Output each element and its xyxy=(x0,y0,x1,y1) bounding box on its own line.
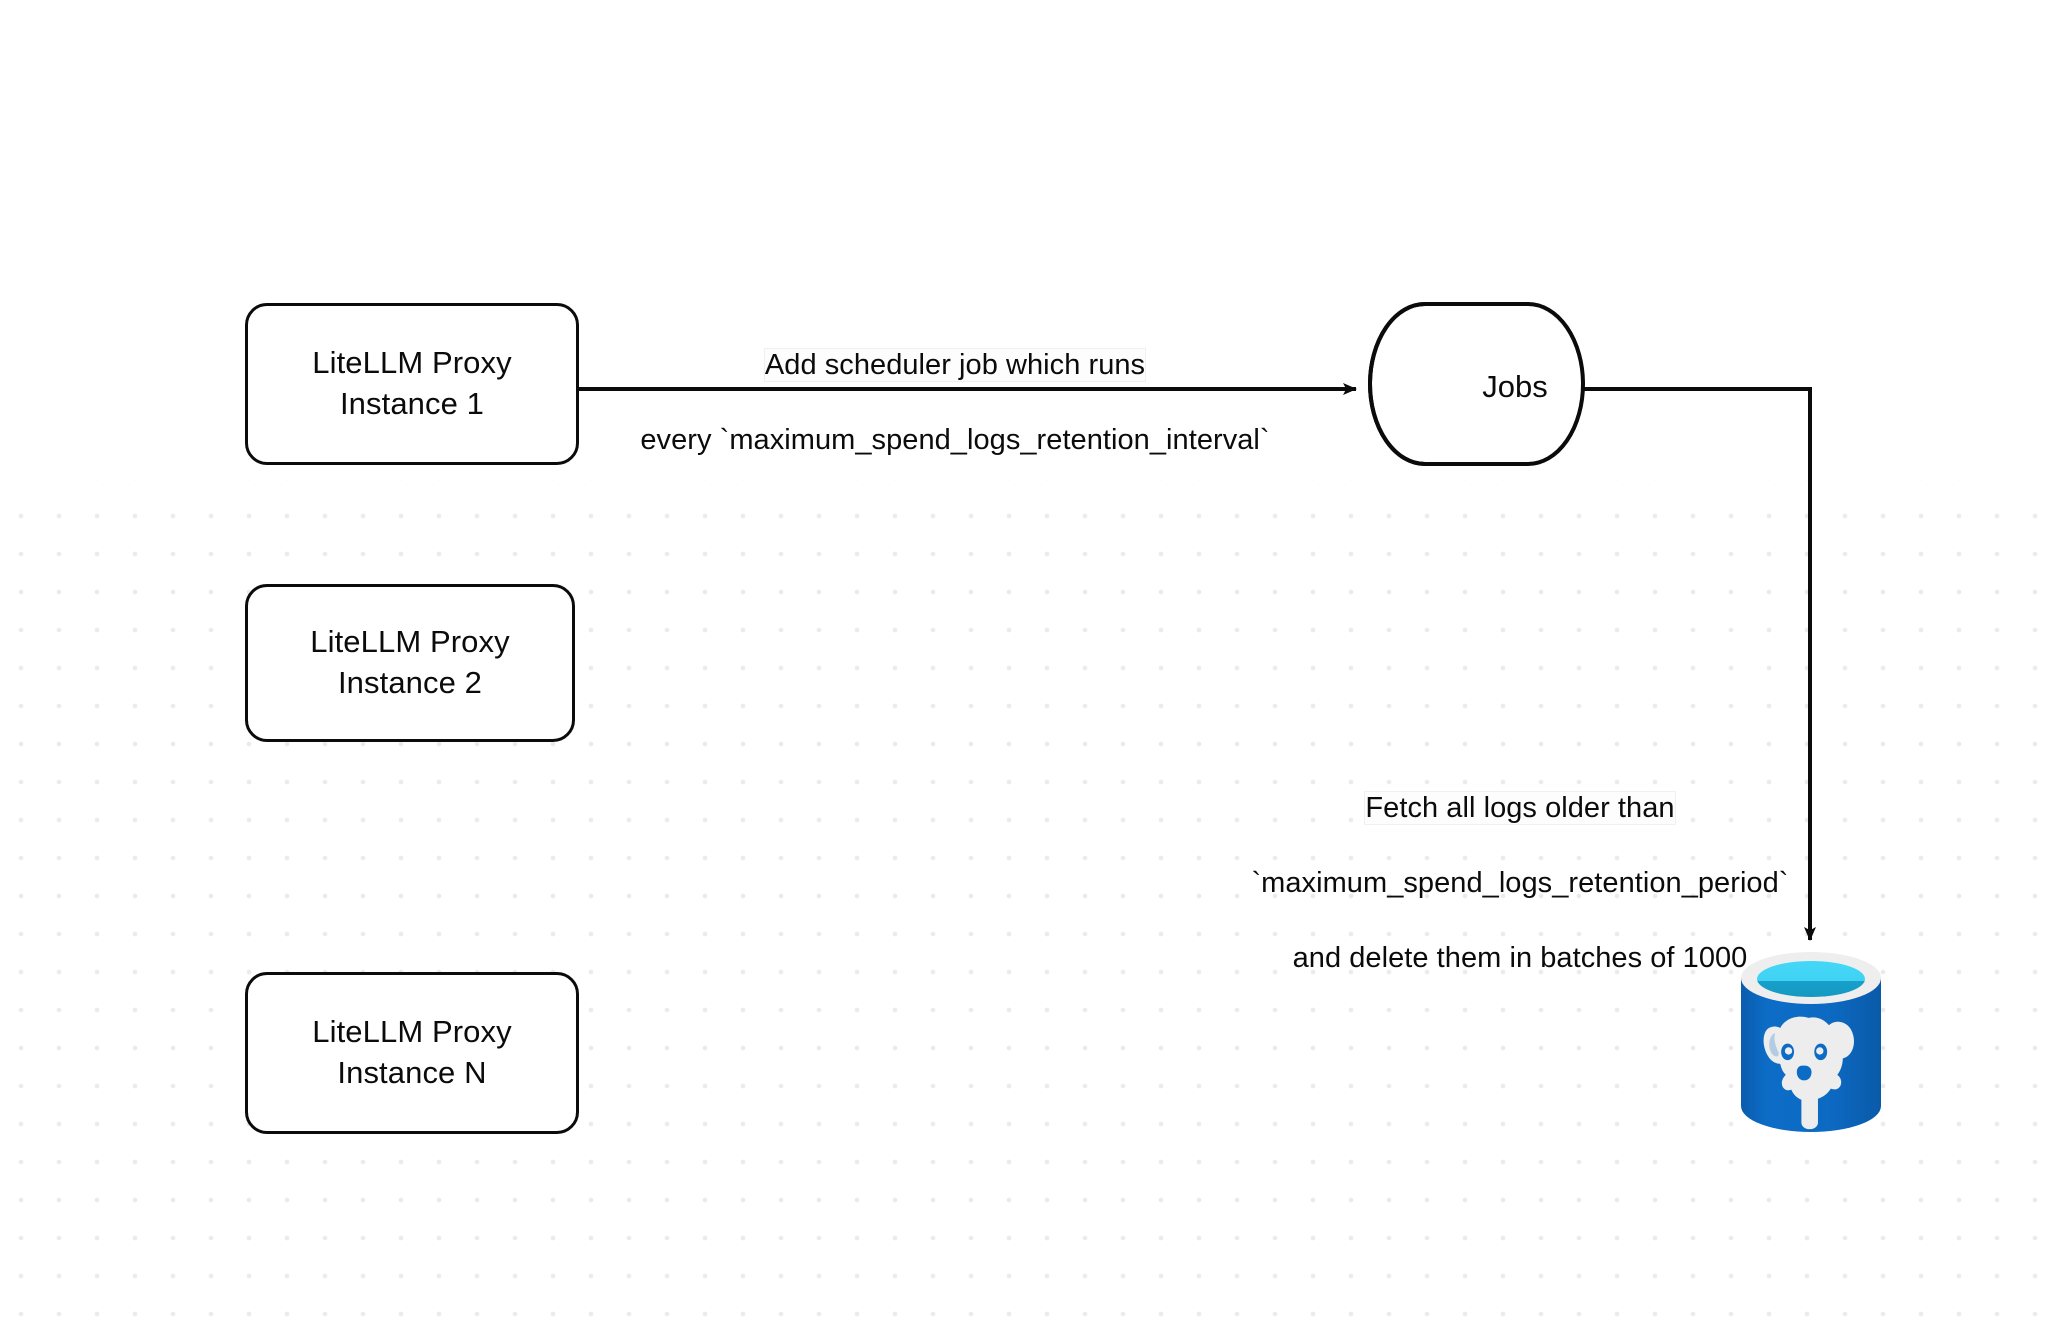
edge-delete-logs-label-line-1: Fetch all logs older than xyxy=(1365,791,1675,824)
jobs-queue-shape xyxy=(1368,302,1585,466)
node-proxy-instance-1[interactable]: LiteLLM Proxy Instance 1 xyxy=(245,303,579,465)
edge-delete-logs-line xyxy=(1583,387,1816,941)
edge-scheduler-label: Add scheduler job which runs every `maxi… xyxy=(600,309,1310,460)
edge-delete-logs-label: Fetch all logs older than `maximum_spend… xyxy=(1240,752,1800,978)
edge-scheduler-label-line-1: Add scheduler job which runs xyxy=(764,348,1146,381)
edge-delete-logs-label-line-3: and delete them in batches of 1000 xyxy=(1292,942,1748,975)
postgresql-database-icon[interactable] xyxy=(1735,948,1887,1138)
edge-scheduler-label-line-2: every `maximum_spend_logs_retention_inte… xyxy=(640,424,1270,457)
edge-delete-logs-label-line-2: `maximum_spend_logs_retention_period` xyxy=(1251,867,1789,900)
node-label: LiteLLM Proxy Instance 2 xyxy=(310,624,510,700)
node-label: LiteLLM Proxy Instance 1 xyxy=(312,345,512,421)
node-proxy-instance-2[interactable]: LiteLLM Proxy Instance 2 xyxy=(245,584,575,742)
postgres-elephant-icon xyxy=(1763,1016,1855,1130)
node-proxy-instance-n[interactable]: LiteLLM Proxy Instance N xyxy=(245,972,579,1134)
node-jobs-queue-label: Jobs xyxy=(1482,369,1548,404)
node-label: LiteLLM Proxy Instance N xyxy=(312,1014,512,1090)
